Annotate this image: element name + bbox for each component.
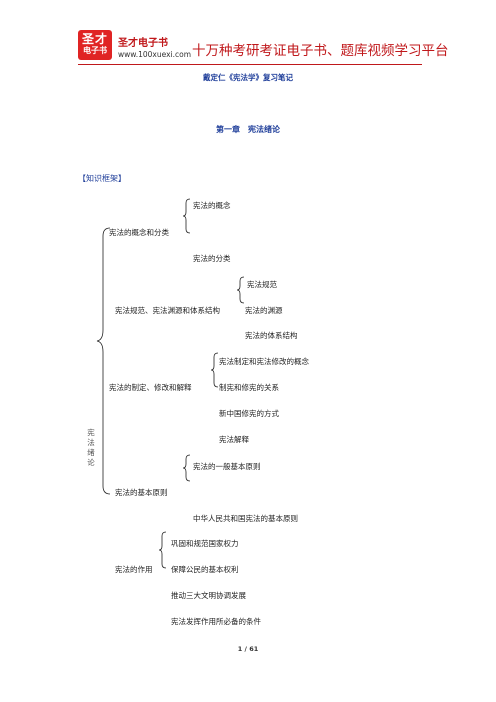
brace-making: [210, 352, 219, 388]
header-tagline: 十万种考研考证电子书、题库视频学习平台: [192, 43, 449, 59]
section-label: 【知识框架】: [78, 174, 126, 183]
brace-functions: [158, 531, 167, 569]
tree-node-civilizations: 推动三大文明协调发展: [171, 591, 246, 600]
root-brace: [96, 227, 111, 495]
tree-node-conditions: 宪法发挥作用所必备的条件: [171, 617, 261, 626]
logo: 圣才 电子书: [78, 30, 112, 60]
tree-branch-norms-sources: 宪法规范、宪法渊源和体系结构: [115, 306, 220, 315]
brand-name: 圣才电子书: [118, 38, 168, 49]
tree-node-concept: 宪法的概念: [193, 201, 231, 210]
tree-node-amendment-method: 新中国修宪的方式: [219, 409, 279, 418]
tree-branch-functions: 宪法的作用: [115, 565, 153, 574]
tree-node-general-principles: 宪法的一般基本原则: [193, 462, 261, 471]
tree-branch-concept-classification: 宪法的概念和分类: [109, 228, 169, 237]
tree-branch-making-interpretation: 宪法的制定、修改和解释: [109, 383, 192, 392]
tree-node-interpretation: 宪法解释: [219, 435, 249, 444]
logo-text-top: 圣才: [81, 32, 108, 46]
tree-root-label: 宪法绪论: [87, 428, 95, 467]
brace-principles: [182, 454, 191, 482]
tree-node-classification: 宪法的分类: [193, 254, 231, 263]
tree-node-protect-rights: 保障公民的基本权利: [171, 565, 239, 574]
chapter-title: 第一章 宪法绪论: [216, 125, 280, 134]
brace-norms: [236, 276, 245, 304]
brace-concept: [182, 198, 191, 234]
document-title: 戴定仁《宪法学》复习笔记: [203, 73, 293, 82]
tree-branch-principles: 宪法的基本原则: [115, 488, 168, 497]
tree-node-regulate-power: 巩固和规范国家权力: [171, 539, 239, 548]
tree-node-making-amending: 宪法制定和宪法修改的概念: [219, 357, 309, 366]
page-number: 1 / 61: [237, 645, 259, 653]
tree-node-sources: 宪法的渊源: [245, 306, 283, 315]
logo-text-bottom: 电子书: [83, 46, 107, 55]
tree-node-prc-principles: 中华人民共和国宪法的基本原则: [193, 514, 298, 523]
brand-url: www.100xuexi.com: [118, 50, 192, 59]
tree-node-relationship: 制宪和修宪的关系: [219, 383, 279, 392]
tree-node-structure: 宪法的体系结构: [245, 331, 298, 340]
tree-node-norms: 宪法规范: [247, 280, 277, 289]
header-divider: [78, 64, 422, 65]
